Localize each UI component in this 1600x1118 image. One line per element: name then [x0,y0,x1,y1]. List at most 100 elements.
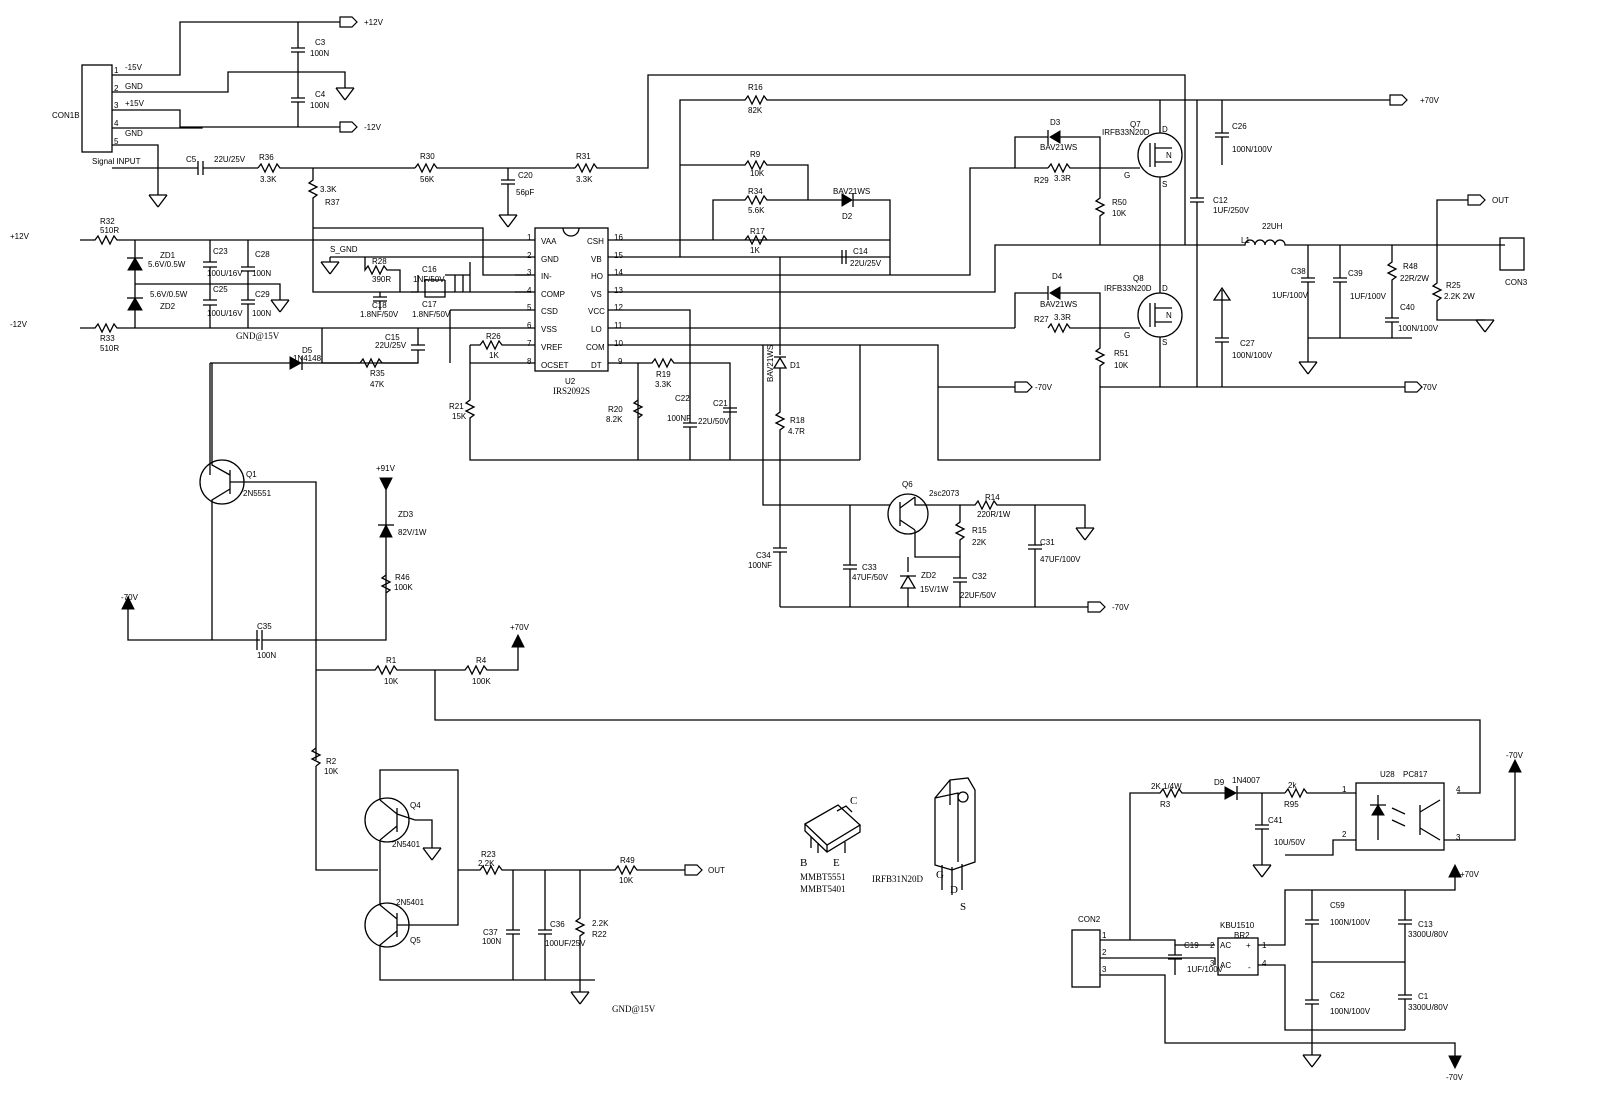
schematic-label: 10 [614,339,623,348]
r46-label: R46 [395,573,410,582]
schematic-label: VAA [541,237,557,246]
r32-label: R32 [100,217,115,226]
u2-irs2092s [534,227,609,372]
q8-mosfet [1137,245,1183,387]
q7-value: IRFB33N20D [1102,128,1150,137]
u28-pin: 3 [1456,833,1461,842]
r51-value: 10K [1114,361,1129,370]
schematic-label: CSH [587,237,604,246]
d4-label: D4 [1052,272,1063,281]
signal-input-label: Signal INPUT [92,157,141,166]
br2-minus: - [1248,963,1251,972]
c28-value: 100N [252,269,271,278]
c13-value: 3300U/80V [1408,930,1449,939]
r26-value: 1K [489,351,499,360]
s-gnd-label: S_GND [330,245,358,254]
r33-value: 510R [100,344,119,353]
schematic-label: VCC [588,307,605,316]
r36-label: R36 [259,153,274,162]
r17-label: R17 [750,227,765,236]
br2-pin: 3 [1210,959,1215,968]
r22-label: R22 [592,930,607,939]
r26-label: R26 [486,332,501,341]
r30-value: 56K [420,175,435,184]
u2-left-pins: VAA GND IN- COMP CSD VSS VREF OCSET 1 2 … [527,233,569,370]
m70v-flag-q6 [1087,601,1106,613]
br2-pin: 4 [1262,959,1267,968]
r9-value: 10K [750,169,765,178]
r23-label: R23 [481,850,496,859]
r1-value: 10K [384,677,399,686]
r48-label: R48 [1403,262,1418,271]
schematic-label: 7 [527,339,532,348]
r2-value: 10K [324,767,339,776]
r37-value: 3.3K [320,185,337,194]
gnd15-label: GND@15V [236,331,280,341]
c36-value: 100UF/25V [545,939,586,948]
con1b-pin: 2 [114,84,119,93]
c14-value: 22U/25V [850,259,882,268]
c33-value: 47UF/50V [852,573,889,582]
schematic-label: VSS [541,325,557,334]
r32-value: 510R [100,226,119,235]
c17-value: 1.8NF/50V [412,310,451,319]
schematic-label: 2 [527,251,532,260]
c16-label: C16 [422,265,437,274]
c39-value: 1UF/100V [1350,292,1387,301]
net-m12v-vss: -12V [10,320,28,329]
d9-value: 1N4007 [1232,776,1261,785]
zd2-value: 5.6V/0.5W [150,290,188,299]
r34-value: 5.6K [748,206,765,215]
l1-value: 22UH [1262,222,1283,231]
c5-label: C5 [186,155,197,164]
r36-value: 3.3K [260,175,277,184]
con1b-net-label: +15V [125,99,145,108]
c37-value: 100N [482,937,501,946]
r25-value: 2.2K 2W [1444,292,1475,301]
u28-pin: 2 [1342,830,1347,839]
u28-value: PC817 [1403,770,1428,779]
schematic-label: 4 [527,286,532,295]
d1-value: BAV21WS [766,345,775,382]
c35-label: C35 [257,622,272,631]
c59-value: 100N/100V [1330,918,1371,927]
r51-label: R51 [1114,349,1129,358]
q6-value: 2sc2073 [929,489,960,498]
u2-value: IRS2092S [553,386,590,396]
c34-label: C34 [756,551,771,560]
r16-label: R16 [748,83,763,92]
q6-transistor [887,493,929,535]
schematic-label: 13 [614,286,623,295]
u28-optocoupler [1355,782,1445,851]
r27-label: R27 [1034,315,1049,324]
d5-value: 1N4148 [293,354,322,363]
net-p70v-psu: +70V [1460,870,1480,879]
zd1-label: ZD1 [160,251,176,260]
r1-label: R1 [386,656,397,665]
r37-label: R37 [325,198,340,207]
net-m70v-mid: -70V [1035,383,1053,392]
schematic-label: 11 [614,321,623,330]
d3-value: BAV21WS [1040,143,1077,152]
q4-value: 2N5401 [392,840,421,849]
q8-label: Q8 [1133,274,1144,283]
r20-label: R20 [608,405,623,414]
r50-value: 10K [1112,209,1127,218]
q6-label: Q6 [902,480,913,489]
pkg-irfb: IRFB31N20D [872,874,924,884]
net-p12v: +12V [364,18,384,27]
r3-value: 2K 1/4W [1151,782,1182,791]
net-p91v: +91V [376,464,396,473]
r23-value: 2.2K [478,859,495,868]
schematic-label: 5 [527,303,532,312]
schematic-label: 8 [527,357,532,366]
schematic-label: COMP [541,290,565,299]
con1b-pin: 5 [114,137,119,146]
r27-value: 3.3R [1054,313,1071,322]
r18-label: R18 [790,416,805,425]
c25-label: C25 [213,285,228,294]
con2-pin: 2 [1102,948,1107,957]
sot23-package-drawing [803,804,862,853]
c27-label: C27 [1240,339,1255,348]
c22-value: 100NF [667,414,691,423]
